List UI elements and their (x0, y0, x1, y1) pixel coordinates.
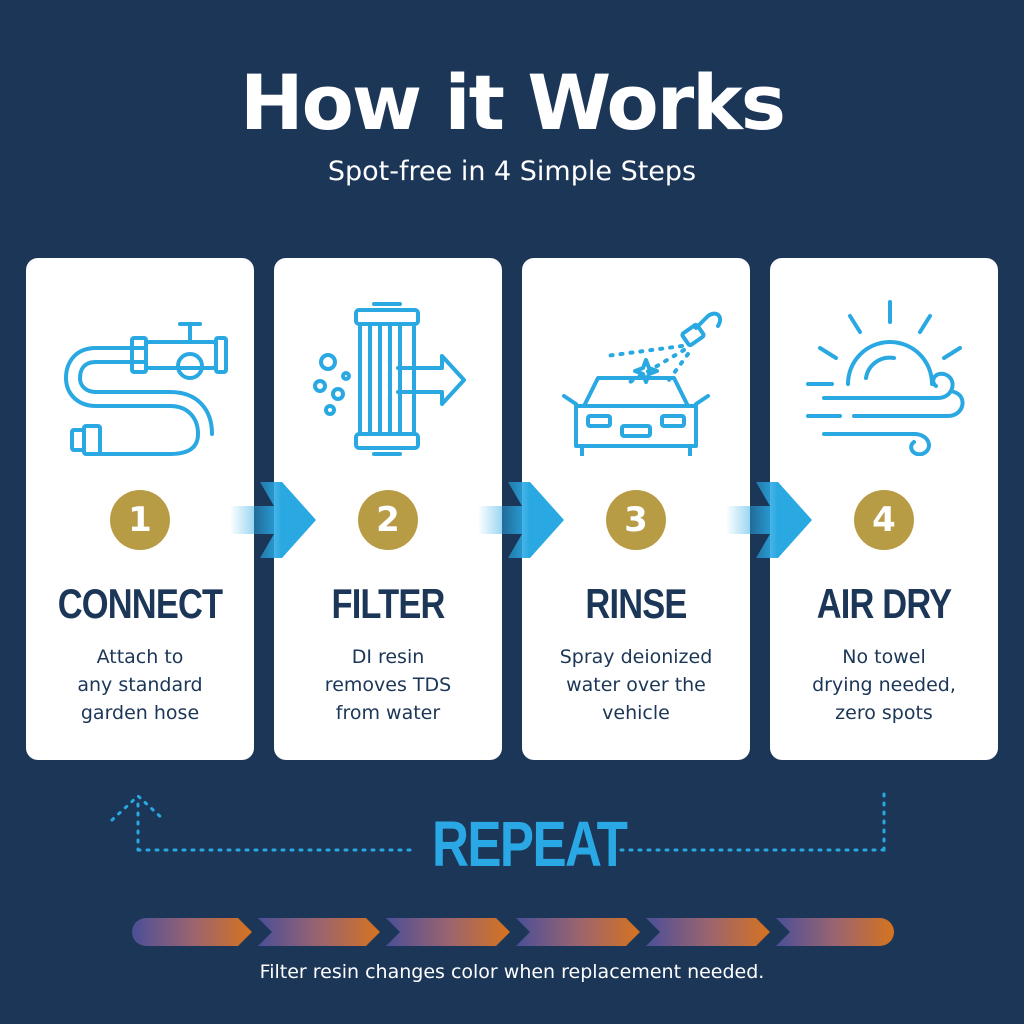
step-card-rinse: 3 RINSE Spray deionized water over the v… (522, 258, 750, 760)
step-title: RINSE (585, 580, 687, 627)
page-subtitle: Spot-free in 4 Simple Steps (327, 156, 697, 187)
step-title: CONNECT (57, 580, 223, 627)
step-number-badge: 2 (358, 490, 418, 550)
sun-wind-icon (806, 300, 965, 456)
hose-faucet-icon (64, 322, 228, 456)
step-description: DI resin removes TDS from water (324, 646, 452, 724)
step-card-filter: 2 FILTER DI resin removes TDS from water (274, 258, 502, 760)
footer-note: Filter resin changes color when replacem… (259, 961, 765, 983)
step-description: No towel drying needed, zero spots (812, 646, 956, 724)
next-step-arrow-icon (230, 482, 316, 558)
step-number-badge: 3 (606, 490, 666, 550)
step-card-connect: 1 CONNECT Attach to any standard garden … (26, 258, 254, 760)
filter-cartridge-icon (313, 302, 466, 456)
car-spray-icon (562, 311, 723, 456)
step-description: Attach to any standard garden hose (77, 646, 203, 724)
repeat-loop-line (110, 792, 886, 852)
step-number-badge: 1 (110, 490, 170, 550)
next-step-arrow-icon (726, 482, 812, 558)
step-card-air-dry: 4 AIR DRY No towel drying needed, zero s… (770, 258, 998, 760)
next-step-arrow-icon (478, 482, 564, 558)
step-description: Spray deionized water over the vehicle (559, 646, 713, 724)
repeat-label: REPEAT (432, 808, 628, 880)
page-title: How it Works (240, 58, 786, 147)
step-title: FILTER (331, 580, 445, 627)
resin-color-indicator (132, 918, 894, 946)
step-title: AIR DRY (816, 580, 952, 627)
step-number-badge: 4 (854, 490, 914, 550)
